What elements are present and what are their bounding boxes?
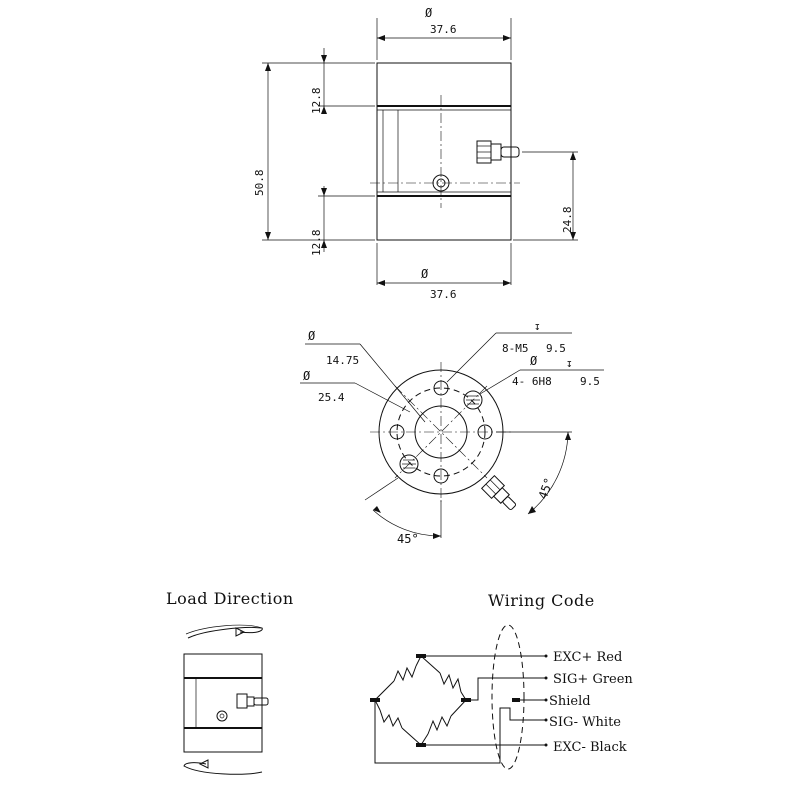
inner-circle-value: 14.75 xyxy=(326,354,359,367)
wheatstone-bridge xyxy=(370,654,471,747)
svg-text:Ø: Ø xyxy=(303,369,311,383)
thread-holes-label: 8-M5 xyxy=(502,342,529,355)
top-flange-value: 12.8 xyxy=(310,88,323,115)
pin-hole xyxy=(399,454,419,474)
total-height-value: 50.8 xyxy=(253,170,266,197)
wire-label-sig-minus: SIG- White xyxy=(549,715,621,730)
wire-label-sig-plus: SIG+ Green xyxy=(553,672,633,687)
bottom-flange-value: 12.8 xyxy=(310,230,323,257)
top-diameter-value: 37.6 xyxy=(430,23,457,36)
load-direction-title: Load Direction xyxy=(166,589,294,608)
thread-hole xyxy=(433,380,449,396)
pin-hole xyxy=(463,390,483,410)
bolt-circle-value: 25.4 xyxy=(318,391,345,404)
rotation-arrow-bottom xyxy=(183,762,263,775)
load-cell-body xyxy=(183,653,263,753)
svg-text:Ø: Ø xyxy=(530,354,538,368)
angle-right-value: 45° xyxy=(536,476,557,501)
thread-depth-value: 9.5 xyxy=(546,342,566,355)
thread-hole xyxy=(433,468,449,484)
bottom-diameter-value: 37.6 xyxy=(430,288,457,301)
rotation-arrow-top xyxy=(187,627,263,639)
pin-depth-value: 9.5 xyxy=(580,375,600,388)
front-view-body xyxy=(376,62,512,241)
wire-label-exc-plus: EXC+ Red xyxy=(553,650,622,665)
load-direction-section: Load Direction xyxy=(166,589,294,775)
center-screw xyxy=(432,174,450,192)
connector-height-value: 24.8 xyxy=(561,207,574,234)
wiring-code-section: Wiring Code xyxy=(370,591,633,770)
depth-symbol: ↧ xyxy=(534,320,541,333)
top-view-connector xyxy=(480,474,517,511)
wire-label-exc-minus: EXC- Black xyxy=(553,740,627,755)
thread-hole xyxy=(477,424,493,440)
wiring-code-title: Wiring Code xyxy=(488,591,595,610)
top-diameter-symbol: Ø xyxy=(425,6,433,20)
wire-label-shield: Shield xyxy=(549,694,591,709)
thread-hole xyxy=(389,424,405,440)
svg-text:↧: ↧ xyxy=(566,357,573,370)
top-view: Ø 14.75 Ø 25.4 ↧ 8-M5 9.5 Ø ↧ 4- 6H8 9.5… xyxy=(300,320,604,546)
cable-connector xyxy=(476,140,520,164)
bottom-diameter-symbol: Ø xyxy=(421,267,429,281)
pin-holes-label: 4- 6H8 xyxy=(512,375,552,388)
angle-left-value: 45° xyxy=(397,532,419,546)
front-view: Ø 37.6 Ø 37.6 50.8 12.8 12.8 xyxy=(253,6,578,301)
svg-text:Ø: Ø xyxy=(308,329,316,343)
cable-shield-ellipse xyxy=(491,624,525,770)
